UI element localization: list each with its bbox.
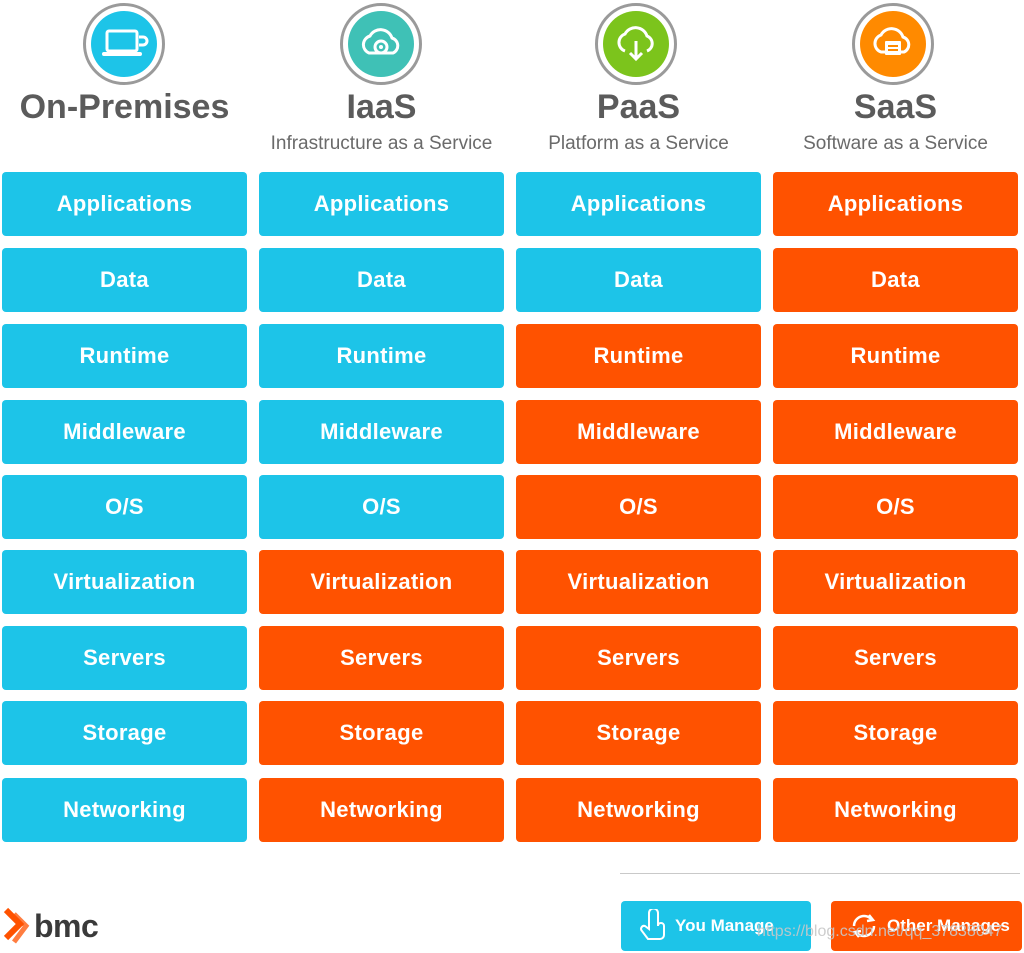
- layer-cell-networking: Networking: [2, 778, 247, 842]
- layer-cell-storage: Storage: [259, 701, 504, 765]
- laptop-icon: [102, 29, 149, 56]
- cloud-app-icon: [873, 27, 911, 55]
- column-header-iaas: IaaS Infrastructure as a Service: [259, 0, 504, 160]
- layer-cell-middleware: Middleware: [516, 400, 761, 464]
- cloud-download-icon: [617, 26, 654, 62]
- column-header-saas: SaaS Software as a Service: [773, 0, 1018, 160]
- layer-cell-storage: Storage: [516, 701, 761, 765]
- layer-cell-virtualization: Virtualization: [516, 550, 761, 614]
- refresh-cycle-icon: [852, 914, 876, 938]
- column-header-on-premises: On-Premises: [2, 0, 247, 160]
- legend-other-manages-label: Other Manages: [887, 916, 1010, 935]
- column-subtitle: Infrastructure as a Service: [270, 133, 493, 154]
- cloud-gear-icon: [361, 28, 400, 55]
- layer-cell-middleware: Middleware: [773, 400, 1018, 464]
- layer-cell-data: Data: [516, 248, 761, 312]
- layer-cell-o-s: O/S: [2, 475, 247, 539]
- layer-cell-runtime: Runtime: [259, 324, 504, 388]
- layer-cell-runtime: Runtime: [773, 324, 1018, 388]
- column-subtitle: Platform as a Service: [548, 133, 729, 154]
- layer-cell-storage: Storage: [2, 701, 247, 765]
- cloud-app-icon-badge: [852, 3, 934, 85]
- layer-cell-runtime: Runtime: [516, 324, 761, 388]
- layer-cell-o-s: O/S: [259, 475, 504, 539]
- layer-cell-applications: Applications: [773, 172, 1018, 236]
- layer-cell-servers: Servers: [259, 626, 504, 690]
- column-title: On-Premises: [19, 88, 230, 126]
- layer-cell-networking: Networking: [259, 778, 504, 842]
- layer-cell-o-s: O/S: [516, 475, 761, 539]
- legend-you-manage: You Manage: [621, 901, 811, 951]
- cloud-download-icon-badge: [595, 3, 677, 85]
- layer-cell-servers: Servers: [2, 626, 247, 690]
- legend-you-manage-label: You Manage: [675, 916, 774, 935]
- footer-divider: [620, 873, 1020, 874]
- column-header-paas: PaaS Platform as a Service: [516, 0, 761, 160]
- layer-cell-virtualization: Virtualization: [259, 550, 504, 614]
- layer-cell-middleware: Middleware: [259, 400, 504, 464]
- watermark-url: https://blog.csdn.net/qq_37838047: [757, 923, 1003, 940]
- bmc-chevron-icon: [3, 907, 30, 944]
- layer-cell-applications: Applications: [259, 172, 504, 236]
- layer-cell-virtualization: Virtualization: [773, 550, 1018, 614]
- layer-cell-servers: Servers: [516, 626, 761, 690]
- layer-cell-middleware: Middleware: [2, 400, 247, 464]
- column-title: SaaS: [853, 88, 938, 126]
- layer-cell-networking: Networking: [516, 778, 761, 842]
- laptop-icon-badge: [83, 3, 165, 85]
- layer-cell-runtime: Runtime: [2, 324, 247, 388]
- brand-name: bmc: [34, 907, 99, 944]
- layer-cell-data: Data: [259, 248, 504, 312]
- column-title: PaaS: [596, 88, 681, 126]
- layer-cell-data: Data: [773, 248, 1018, 312]
- layer-cell-o-s: O/S: [773, 475, 1018, 539]
- layer-cell-data: Data: [2, 248, 247, 312]
- column-subtitle: Software as a Service: [803, 133, 988, 154]
- layer-cell-applications: Applications: [516, 172, 761, 236]
- column-title: IaaS: [346, 88, 417, 126]
- layer-cell-applications: Applications: [2, 172, 247, 236]
- layer-cell-networking: Networking: [773, 778, 1018, 842]
- cloud-gear-icon-badge: [340, 3, 422, 85]
- hand-pointer-icon: [640, 909, 665, 940]
- layer-cell-storage: Storage: [773, 701, 1018, 765]
- legend-other-manages: Other Manages: [831, 901, 1022, 951]
- layer-cell-virtualization: Virtualization: [2, 550, 247, 614]
- bmc-logo: bmc: [2, 906, 99, 946]
- layer-cell-servers: Servers: [773, 626, 1018, 690]
